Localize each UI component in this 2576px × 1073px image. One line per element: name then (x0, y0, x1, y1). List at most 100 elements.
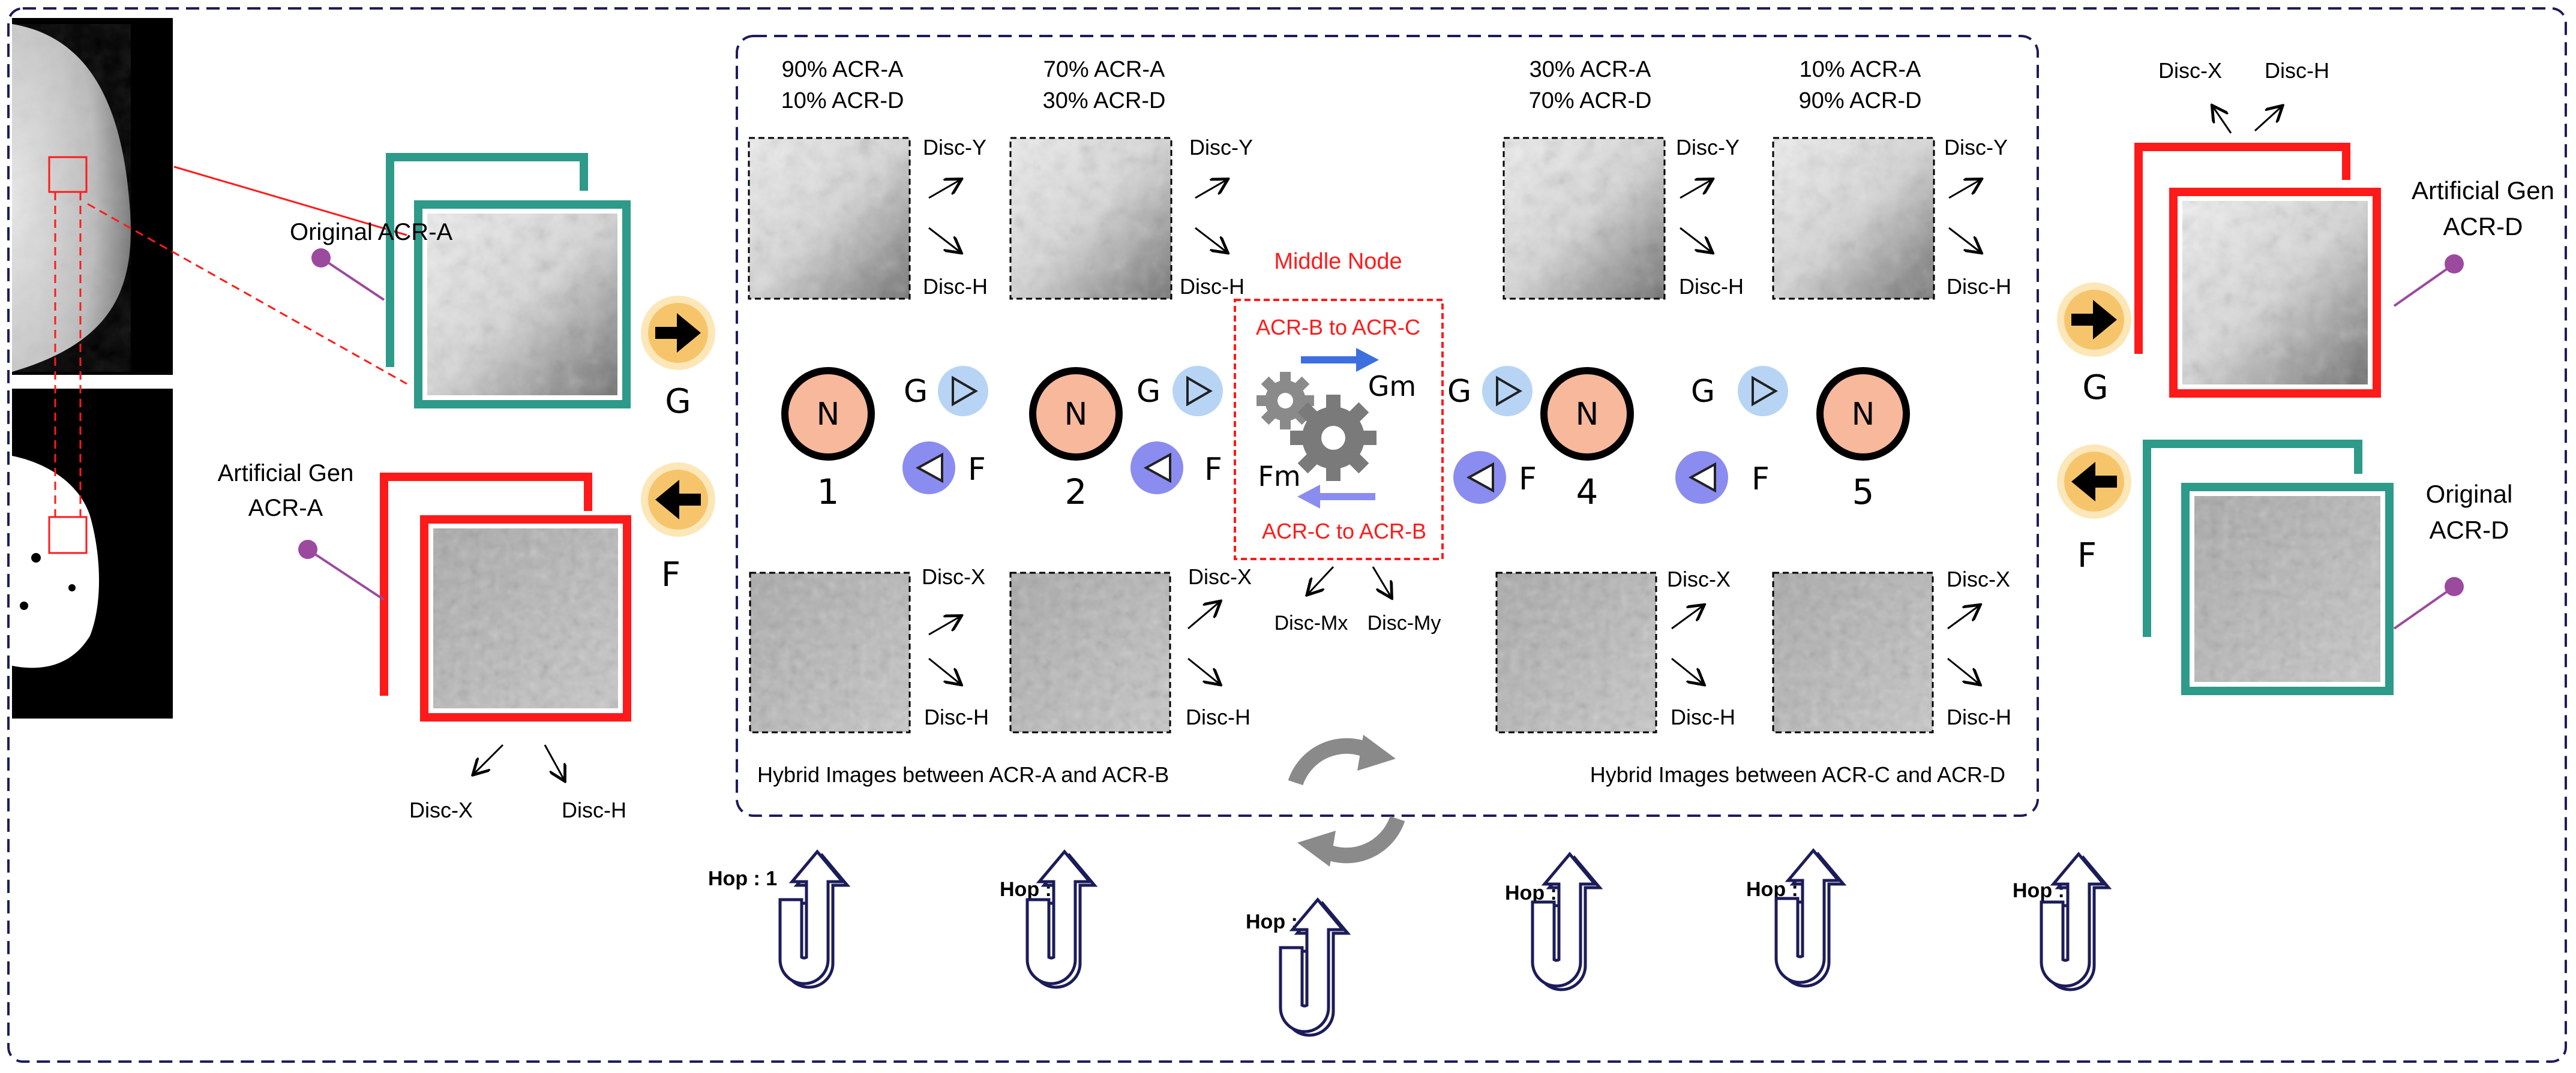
svg-text:Disc-H: Disc-H (923, 274, 988, 299)
caption-left: Hybrid Images between ACR-A and ACR-B (757, 762, 1169, 787)
reverse-icon (1143, 452, 1171, 483)
fm-label: Fm (1258, 460, 1300, 492)
svg-text:Disc-Y: Disc-Y (1944, 135, 2008, 160)
svg-text:Disc-Y: Disc-Y (1676, 135, 1740, 160)
node-2-number: 2 (1065, 471, 1087, 512)
svg-text:N: N (1852, 396, 1875, 432)
f-reverse-button-2[interactable]: F (1130, 441, 1222, 494)
svg-text:Disc-Y: Disc-Y (1189, 135, 1253, 160)
play-icon (1496, 375, 1522, 407)
bottom-disc-group-1: Disc-X Disc-H (922, 564, 989, 729)
svg-text:G: G (1447, 374, 1471, 410)
svg-text:G: G (1136, 374, 1160, 410)
svg-text:90% ACR-A: 90% ACR-A (782, 57, 904, 82)
hybrid-images-container (736, 35, 2039, 817)
label-pin-icon (311, 248, 331, 268)
bottom-disc-group-2: Disc-X Disc-H (1186, 564, 1252, 729)
svg-text:Disc-H: Disc-H (1947, 274, 2011, 299)
artificial-acr-d-stack (2134, 143, 2381, 398)
arrow-left-icon (2071, 462, 2117, 501)
original-acr-a-stack (386, 153, 631, 408)
node-5: N (1816, 367, 1910, 461)
hop-u-turn-arrow-icon-3 (1279, 897, 1351, 1037)
bottom-hybrid-image-3 (1495, 572, 1657, 734)
hop-label-1: Hop : 1 (708, 867, 777, 890)
left-f-button[interactable] (641, 462, 715, 537)
node-4-number: 4 (1576, 471, 1599, 512)
caption-right: Hybrid Images between ACR-C and ACR-D (1590, 762, 2005, 787)
top-hybrid-image-4 (1772, 137, 1935, 300)
label-pin-icon (2445, 577, 2464, 596)
svg-text:N: N (817, 396, 840, 432)
svg-text:Disc-H: Disc-H (1671, 705, 1735, 729)
left-disc-x-label: Disc-X (409, 798, 473, 822)
arrow-right-icon (1301, 348, 1379, 372)
g-play-button-4[interactable]: G (1691, 366, 1788, 416)
g-play-button-2[interactable]: G (1136, 366, 1223, 416)
middle-node-box (1234, 299, 1444, 560)
hop-u-turn-arrow-icon-4 (1531, 852, 1603, 991)
bottom-hybrid-image-4 (1772, 572, 1934, 734)
hop-u-turn-arrow-icon-2 (1025, 849, 1098, 989)
f-reverse-button-1[interactable]: F (902, 441, 986, 494)
svg-text:F: F (968, 452, 986, 488)
original-acr-d-label-line2: ACR-D (2430, 516, 2509, 544)
top-hybrid-image-2 (1009, 137, 1172, 300)
f-reverse-button-4[interactable]: F (1675, 451, 1770, 504)
node-4: N (1540, 367, 1634, 461)
gears-icon (1256, 372, 1377, 481)
left-f-label: F (661, 555, 680, 594)
g-play-button-3[interactable]: G (1447, 366, 1533, 416)
artificial-acr-d-label-line1: Artificial Gen (2412, 176, 2554, 205)
top-hybrid-image-1 (748, 137, 911, 300)
arrow-left-icon (655, 480, 701, 519)
svg-text:Disc-X: Disc-X (922, 564, 985, 589)
right-disc-h-label: Disc-H (2265, 58, 2329, 83)
right-g-button[interactable] (2057, 282, 2131, 357)
svg-text:Disc-H: Disc-H (1947, 705, 2011, 729)
top-disc-group-2: Disc-Y Disc-H (1180, 135, 1253, 299)
arrow-left-icon (1297, 485, 1375, 509)
reverse-icon (915, 452, 943, 483)
svg-text:N: N (1064, 396, 1088, 432)
svg-text:F: F (1204, 452, 1222, 488)
disc-my-label: Disc-My (1368, 612, 1441, 635)
hop-u-turn-arrow-icon-1 (778, 849, 851, 989)
svg-text:G: G (904, 374, 928, 410)
svg-text:Disc-Y: Disc-Y (923, 135, 986, 160)
left-g-button[interactable] (641, 296, 715, 370)
outer-dashed-border (7, 7, 2567, 1063)
svg-text:Disc-H: Disc-H (924, 705, 989, 729)
right-f-label: F (2077, 536, 2097, 575)
top-disc-group-3: Disc-Y Disc-H (1676, 135, 1744, 299)
ratio-label-3: 30% ACR-A 70% ACR-D (1529, 57, 1652, 113)
reverse-icon (1688, 462, 1716, 493)
f-reverse-button-3[interactable]: F (1453, 451, 1537, 504)
top-disc-group-4: Disc-Y Disc-H (1944, 135, 2011, 299)
svg-text:70% ACR-D: 70% ACR-D (1529, 88, 1652, 113)
ratio-label-1: 90% ACR-A 10% ACR-D (781, 57, 904, 113)
svg-text:G: G (1691, 374, 1715, 410)
play-icon (952, 375, 978, 407)
original-acr-d-label-line1: Original (2426, 480, 2513, 508)
label-pin-icon (2445, 254, 2464, 273)
svg-text:Disc-H: Disc-H (1186, 705, 1250, 729)
node-1: N (781, 367, 875, 461)
gm-label: Gm (1368, 370, 1416, 402)
svg-text:10% ACR-A: 10% ACR-A (1800, 57, 1921, 82)
svg-text:30% ACR-A: 30% ACR-A (1530, 57, 1651, 82)
cycle-refresh-icon (1288, 735, 1405, 867)
bottom-disc-group-3: Disc-X Disc-H (1667, 567, 1735, 729)
left-g-label: G (665, 382, 691, 421)
hop-u-turn-arrow-icon-5 (1774, 848, 1847, 988)
g-play-button-1[interactable]: G (904, 366, 988, 416)
svg-text:F: F (1752, 461, 1770, 497)
right-f-button[interactable] (2057, 444, 2131, 519)
left-disc-h-label: Disc-H (562, 798, 626, 822)
hop-u-turn-arrow-icon-6 (2040, 852, 2112, 991)
label-pin-icon (298, 540, 317, 559)
svg-text:70% ACR-A: 70% ACR-A (1043, 57, 1165, 82)
svg-text:90% ACR-D: 90% ACR-D (1799, 88, 1922, 113)
top-hybrid-image-3 (1503, 137, 1666, 300)
